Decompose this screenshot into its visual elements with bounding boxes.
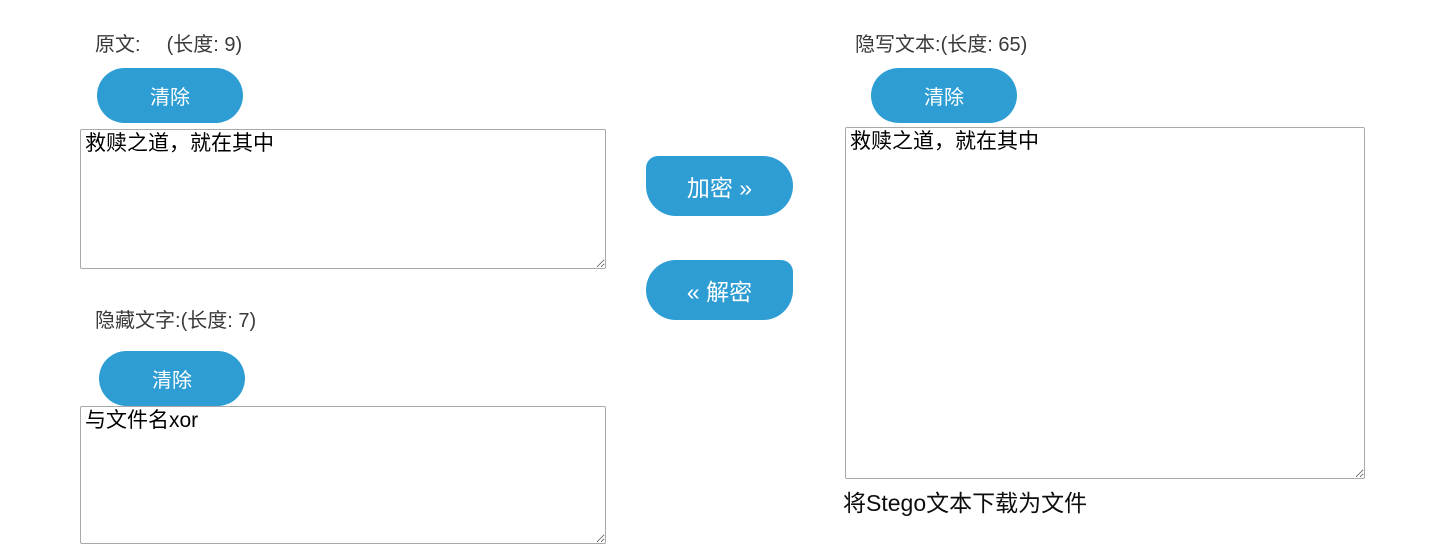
hidden-textarea[interactable]: 与文件名xor: [80, 406, 606, 544]
original-text-label: 原文: (长度: 9): [95, 28, 242, 57]
clear-stego-button[interactable]: 清除: [871, 68, 1017, 123]
stego-text-label: 隐写文本:(长度: 65): [855, 28, 1027, 57]
download-stego-link[interactable]: 将Stego文本下载为文件: [843, 490, 1088, 516]
original-text-length: (长度: 9): [166, 34, 243, 56]
hidden-text-label-text: 隐藏文字:: [95, 310, 181, 332]
hidden-text-label: 隐藏文字:(长度: 7): [95, 304, 256, 333]
clear-hidden-button[interactable]: 清除: [99, 351, 245, 406]
original-text-label-text: 原文:: [95, 34, 141, 56]
decrypt-button[interactable]: « 解密: [646, 260, 793, 320]
hidden-text-length: (长度: 7): [180, 310, 257, 332]
clear-original-button[interactable]: 清除: [97, 68, 243, 123]
stego-textarea[interactable]: 救赎之道，就在其中: [845, 127, 1365, 479]
stego-text-length: (长度: 65): [940, 34, 1028, 56]
stego-text-label-text: 隐写文本:: [855, 34, 941, 56]
original-textarea[interactable]: 救赎之道，就在其中: [80, 129, 606, 269]
encrypt-button[interactable]: 加密 »: [646, 156, 793, 216]
